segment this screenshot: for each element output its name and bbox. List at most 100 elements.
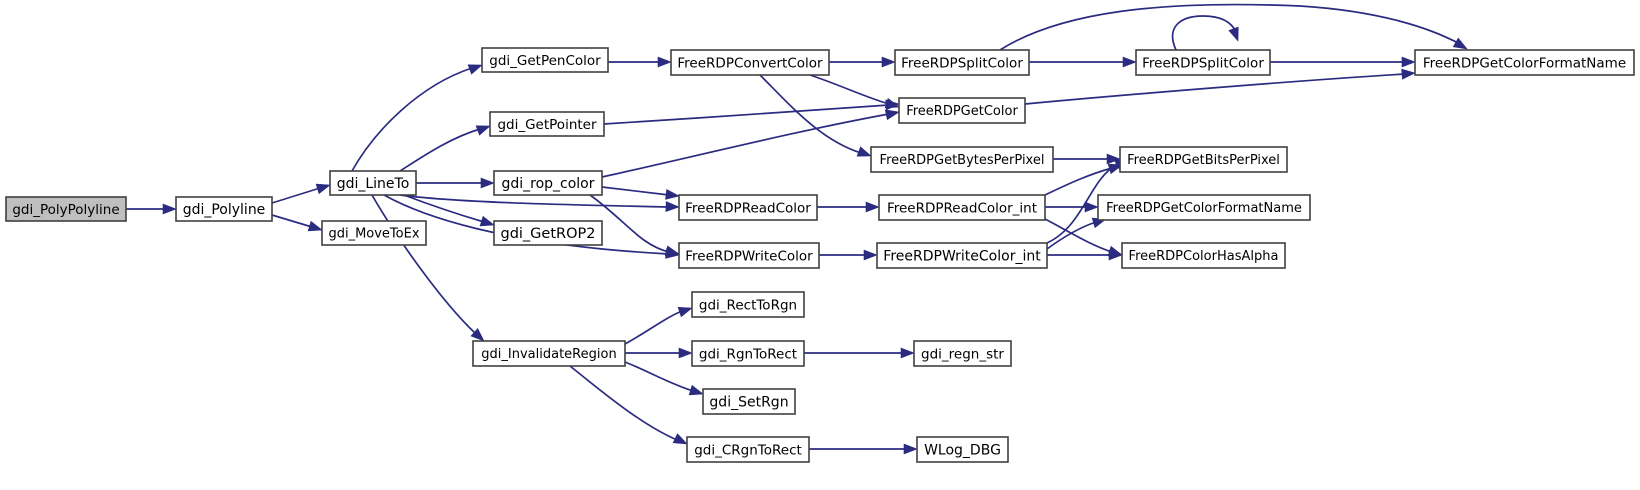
call-edge (819, 249, 878, 261)
graph-node-gdi-regn-str[interactable]: gdi_regn_str (913, 340, 1012, 367)
node-rect[interactable] (5, 196, 127, 222)
edge-line (589, 194, 670, 253)
call-edge (804, 347, 915, 359)
node-rect[interactable] (702, 388, 796, 415)
edge-line (603, 104, 890, 125)
node-rect[interactable] (878, 194, 1046, 221)
node-rect[interactable] (913, 340, 1012, 367)
graph-node-freerdpwritecolor[interactable]: FreeRDPWriteColor (678, 242, 820, 269)
edge-arrowhead (480, 177, 495, 189)
edge-line (383, 194, 670, 255)
edge-arrowhead (1084, 201, 1099, 213)
call-edge (569, 365, 688, 445)
edge-line (1044, 218, 1113, 253)
call-edge (1045, 201, 1099, 213)
call-edge (601, 109, 900, 178)
node-rect[interactable] (1414, 49, 1635, 76)
node-rect[interactable] (1097, 194, 1311, 221)
graph-node-freerdpgetcolorformatname[interactable]: FreeRDPGetColorFormatName (1097, 194, 1311, 221)
graph-node-wlog-dbg[interactable]: WLog_DBG (916, 436, 1009, 463)
edge-line (351, 67, 473, 172)
call-edge (817, 201, 880, 213)
node-rect[interactable] (678, 194, 818, 221)
edge-arrowhead (470, 328, 485, 342)
node-rect[interactable] (898, 97, 1026, 124)
node-rect[interactable] (493, 220, 603, 246)
graph-node-gdi-lineto[interactable]: gdi_LineTo (329, 170, 417, 196)
graph-node-freerdpcolorhasalpha[interactable]: FreeRDPColorHasAlpha (1121, 242, 1286, 269)
call-edge (126, 203, 177, 215)
edge-arrowhead (865, 201, 880, 213)
graph-node-gdi-movetoex[interactable]: gdi_MoveToEx (321, 220, 427, 246)
edge-arrowhead (315, 183, 331, 195)
graph-node-freerdpgetbytesperpixel[interactable]: FreeRDPGetBytesPerPixel (870, 146, 1054, 173)
edge-arrowhead (856, 146, 872, 157)
node-rect[interactable] (686, 436, 810, 463)
graph-node-freerdpgetbitsperpixel[interactable]: FreeRDPGetBitsPerPixel (1119, 146, 1288, 173)
call-edge (624, 306, 693, 345)
graph-node-gdi-getpointer[interactable]: gdi_GetPointer (489, 111, 605, 137)
graph-node-gdi-setrgn[interactable]: gdi_SetRgn (702, 388, 796, 415)
graph-node-gdi-polypolyline[interactable]: gdi_PolyPolyline (5, 196, 127, 222)
edge-arrowhead (475, 125, 491, 136)
edges-layer (126, 3, 1468, 455)
graph-node-freerdpgetcolor[interactable]: FreeRDPGetColor (898, 97, 1026, 124)
node-rect[interactable] (472, 340, 626, 367)
graph-node-gdi-polyline[interactable]: gdi_Polyline (175, 196, 273, 222)
edge-line (403, 194, 485, 223)
node-rect[interactable] (321, 220, 427, 246)
call-edge (589, 194, 680, 257)
graph-node-gdi-rop-color[interactable]: gdi_rop_color (493, 170, 603, 196)
node-rect[interactable] (916, 436, 1009, 463)
graph-node-gdi-crgntorect[interactable]: gdi_CRgnToRect (686, 436, 810, 463)
call-edge (625, 347, 693, 359)
edge-line (624, 310, 683, 345)
node-rect[interactable] (1119, 146, 1288, 173)
edge-arrowhead (678, 347, 693, 359)
node-rect[interactable] (678, 242, 820, 269)
edge-arrowhead (884, 109, 900, 121)
call-edge (759, 74, 872, 157)
node-rect[interactable] (489, 111, 605, 137)
call-edge (351, 64, 483, 172)
node-rect[interactable] (670, 49, 830, 76)
node-rect[interactable] (1121, 242, 1286, 269)
node-rect[interactable] (493, 170, 603, 196)
node-rect[interactable] (894, 49, 1030, 76)
graph-node-freerdpreadcolor[interactable]: FreeRDPReadColor (678, 194, 818, 221)
graph-node-freerdpgetcolorformatname[interactable]: FreeRDPGetColorFormatName (1414, 49, 1635, 76)
graph-node-freerdpreadcolor-int[interactable]: FreeRDPReadColor_int (878, 194, 1046, 221)
node-rect[interactable] (1135, 49, 1271, 76)
node-rect[interactable] (691, 291, 805, 318)
node-rect[interactable] (876, 242, 1048, 269)
edge-line (399, 194, 670, 208)
edge-arrowhead (1108, 249, 1123, 261)
graph-node-gdi-getrop2[interactable]: gdi_GetROP2 (493, 220, 603, 246)
graph-node-freerdpsplitcolor[interactable]: FreeRDPSplitColor (1135, 49, 1271, 76)
node-rect[interactable] (691, 340, 805, 367)
call-edge (1024, 68, 1416, 105)
node-rect[interactable] (175, 196, 273, 222)
edge-arrowhead (1452, 37, 1468, 50)
node-rect[interactable] (481, 47, 609, 73)
graph-node-freerdpsplitcolor[interactable]: FreeRDPSplitColor (894, 49, 1030, 76)
call-edge (399, 194, 680, 212)
call-edge (271, 183, 331, 204)
graph-node-freerdpwritecolor-int[interactable]: FreeRDPWriteColor_int (876, 242, 1048, 269)
edge-line (601, 113, 890, 178)
edge-arrowhead (1401, 68, 1416, 80)
graph-node-gdi-rgntorect[interactable]: gdi_RgnToRect (691, 340, 805, 367)
graph-node-freerdpconvertcolor[interactable]: FreeRDPConvertColor (670, 49, 830, 76)
graph-node-gdi-getpencolor[interactable]: gdi_GetPenColor (481, 47, 609, 73)
edge-line (1044, 167, 1113, 196)
graph-node-gdi-invalidateregion[interactable]: gdi_InvalidateRegion (472, 340, 626, 367)
node-rect[interactable] (870, 146, 1054, 173)
call-edge (624, 361, 704, 396)
call-edge (601, 186, 680, 200)
graph-node-gdi-recttorgn[interactable]: gdi_RectToRgn (691, 291, 805, 318)
call-edge (1171, 15, 1239, 51)
call-edge (371, 194, 485, 342)
edge-line (1046, 161, 1121, 244)
edge-line (569, 365, 678, 441)
node-rect[interactable] (329, 170, 417, 196)
